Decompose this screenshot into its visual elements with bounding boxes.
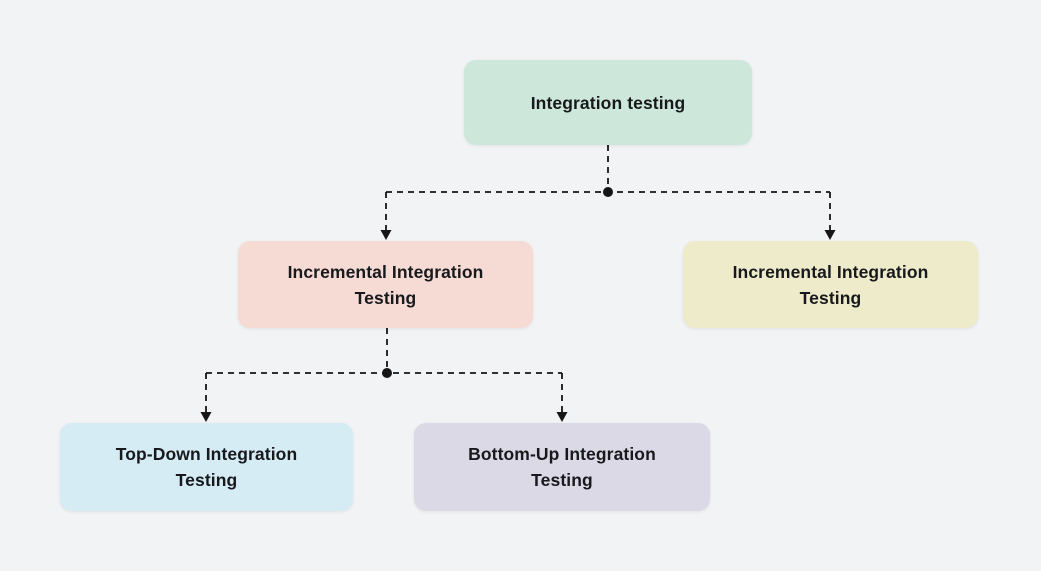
arrowhead-bottom-up bbox=[556, 412, 568, 422]
node-top-down-integration-label: Top-Down Integration Testing bbox=[115, 444, 298, 490]
arrowhead-incremental-right bbox=[824, 230, 836, 240]
node-top-down-integration: Top-Down Integration Testing bbox=[60, 423, 353, 511]
node-incremental-integration-left: Incremental Integration Testing bbox=[238, 241, 533, 328]
junction-dot-top bbox=[603, 187, 613, 197]
node-incremental-integration-left-label: Incremental Integration Testing bbox=[287, 261, 484, 308]
node-integration-testing-label: Integration testing bbox=[530, 92, 686, 113]
node-integration-testing: Integration testing bbox=[464, 60, 752, 145]
edge-markers bbox=[200, 187, 836, 422]
arrowhead-top-down bbox=[200, 412, 212, 422]
node-incremental-integration-right-label: Incremental Integration Testing bbox=[732, 261, 929, 308]
node-incremental-integration-right: Incremental Integration Testing bbox=[683, 241, 978, 328]
arrowhead-incremental-left bbox=[380, 230, 392, 240]
junction-dot-bottom bbox=[382, 368, 392, 378]
node-bottom-up-integration: Bottom-Up Integration Testing bbox=[414, 423, 710, 511]
node-bottom-up-integration-label: Bottom-Up Integration Testing bbox=[468, 444, 656, 490]
